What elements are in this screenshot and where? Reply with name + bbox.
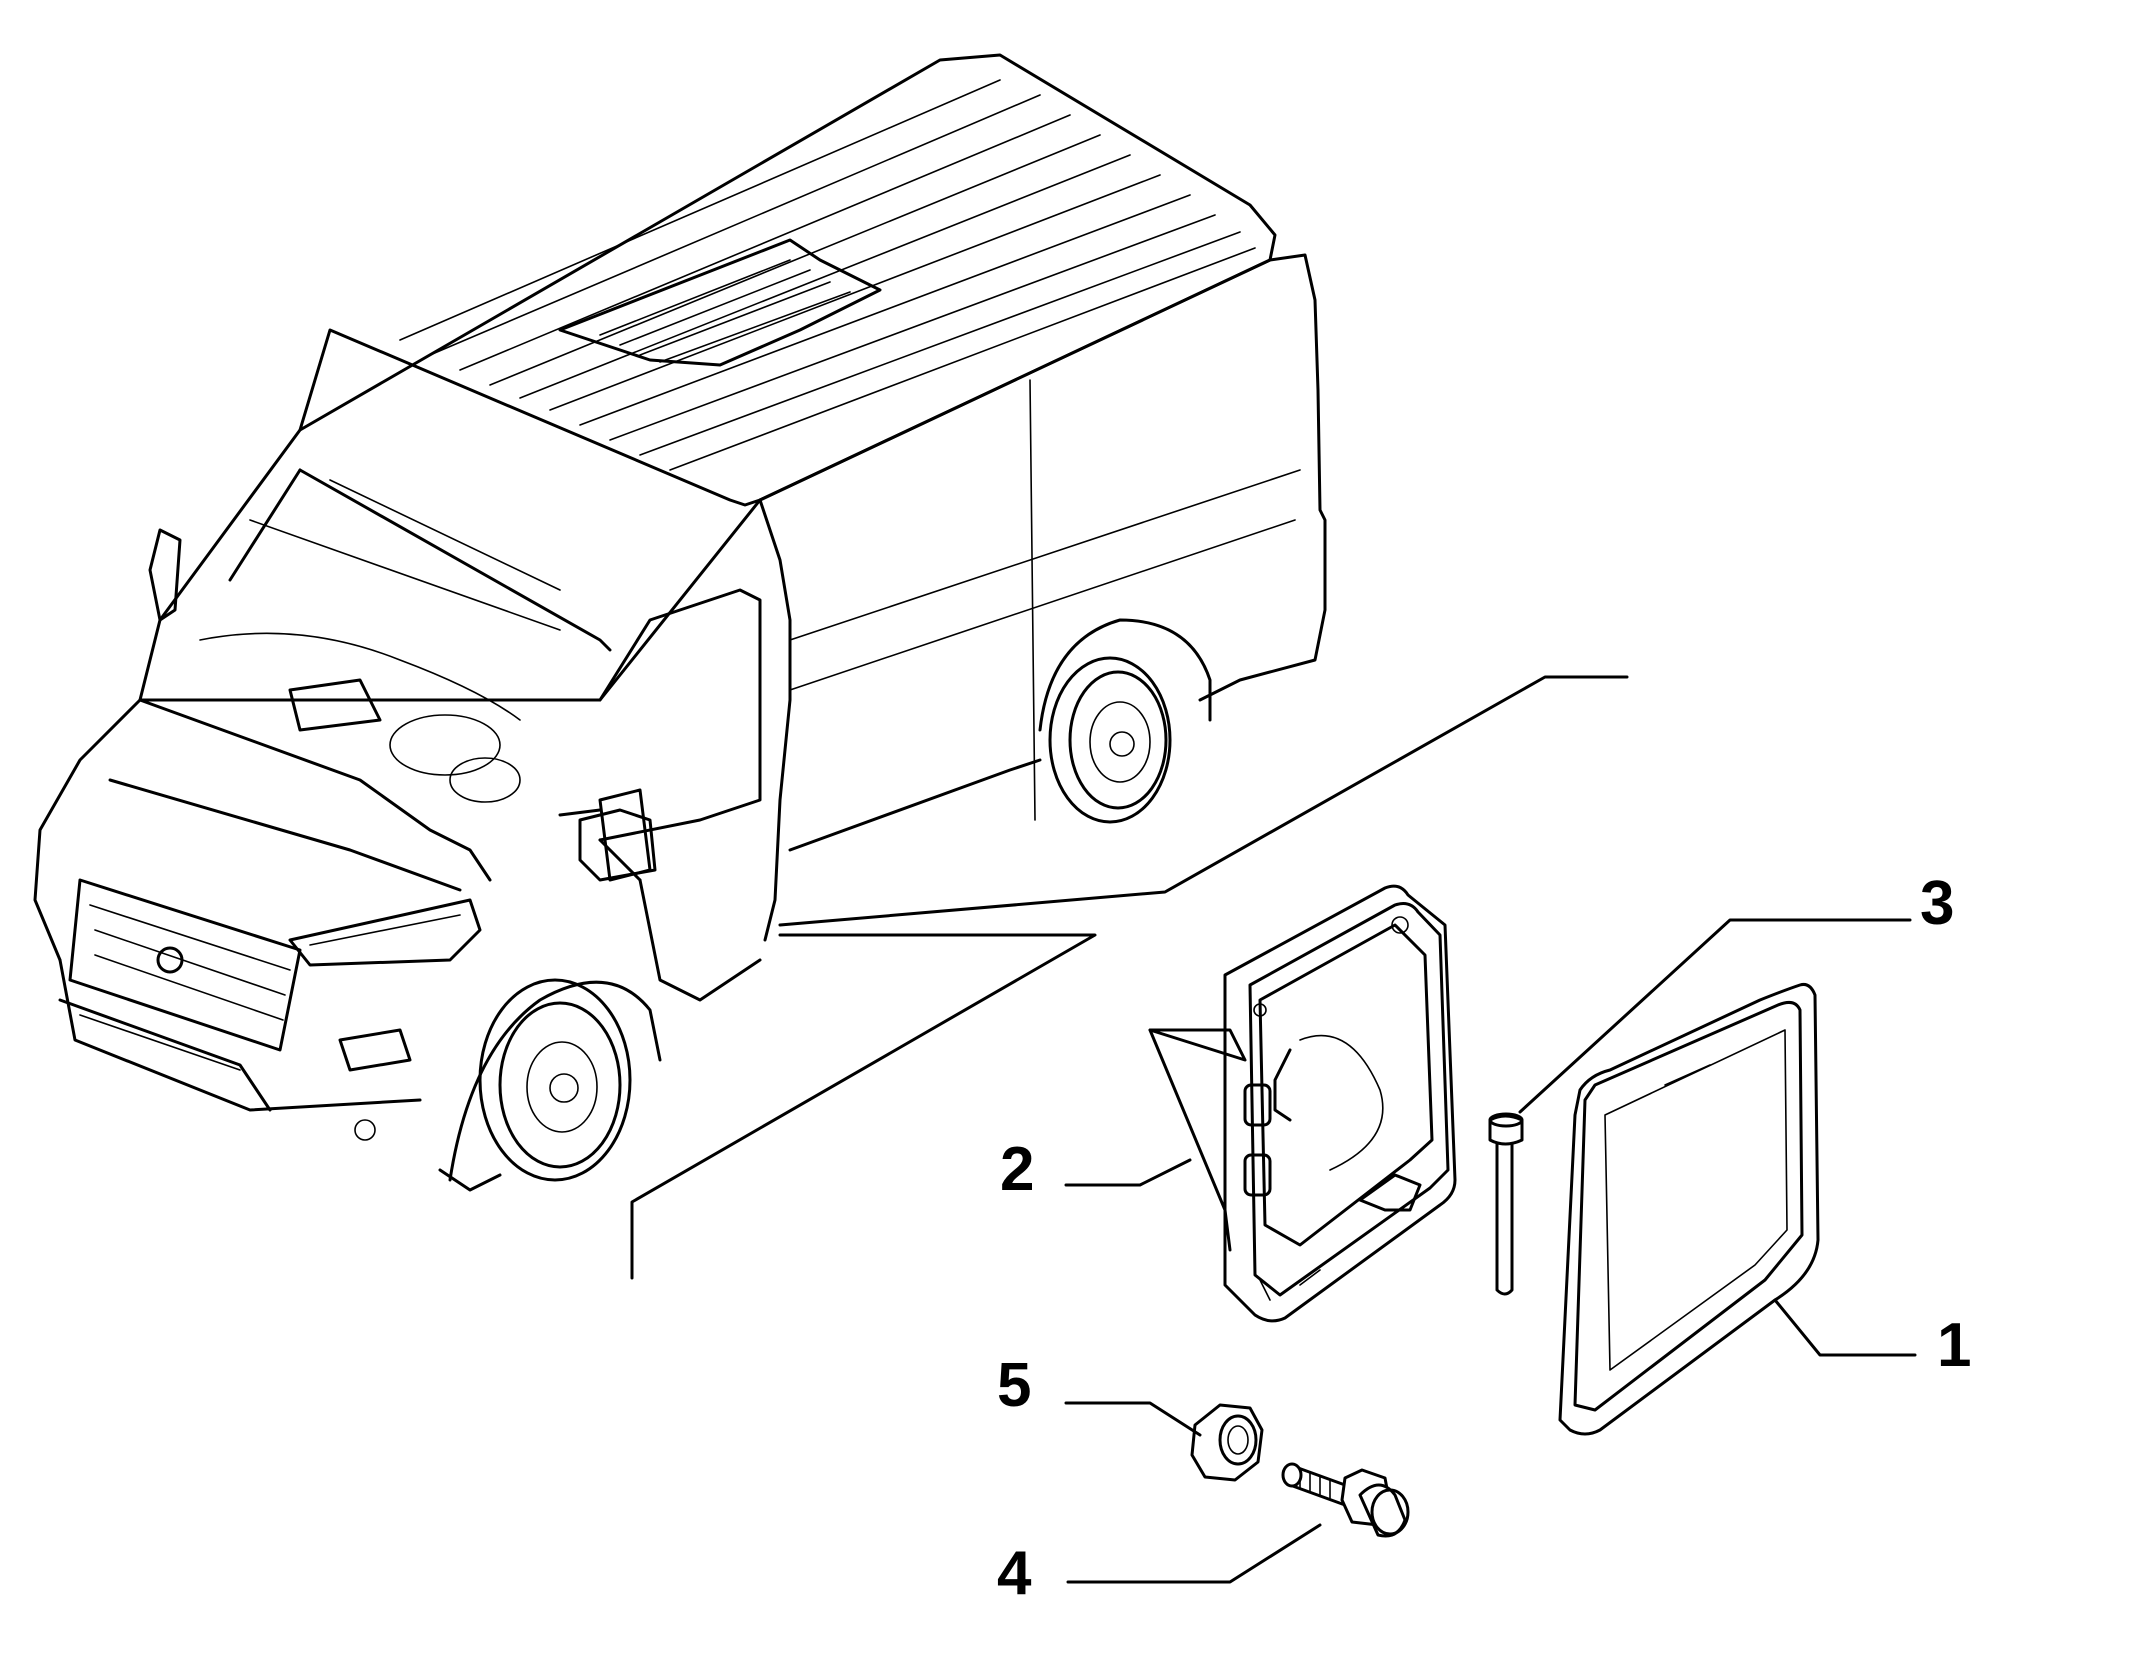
part-3-pin	[1488, 918, 1912, 1296]
leader-lines-van	[630, 675, 1629, 1280]
callout-2: 2	[1000, 1135, 1034, 1204]
part-2-housing	[1064, 884, 1457, 1323]
callout-3: 3	[1920, 869, 1954, 938]
van-illustration	[33, 53, 1327, 1192]
callout-labels: 1 2 3 4 5	[997, 869, 1971, 1608]
callout-1: 1	[1937, 1311, 1971, 1380]
callout-5: 5	[997, 1351, 1031, 1420]
part-1-cover-panel	[1558, 983, 1917, 1436]
callout-4: 4	[997, 1539, 1032, 1608]
part-4-bolt	[1066, 1462, 1410, 1584]
part-5-nut	[1064, 1401, 1264, 1482]
